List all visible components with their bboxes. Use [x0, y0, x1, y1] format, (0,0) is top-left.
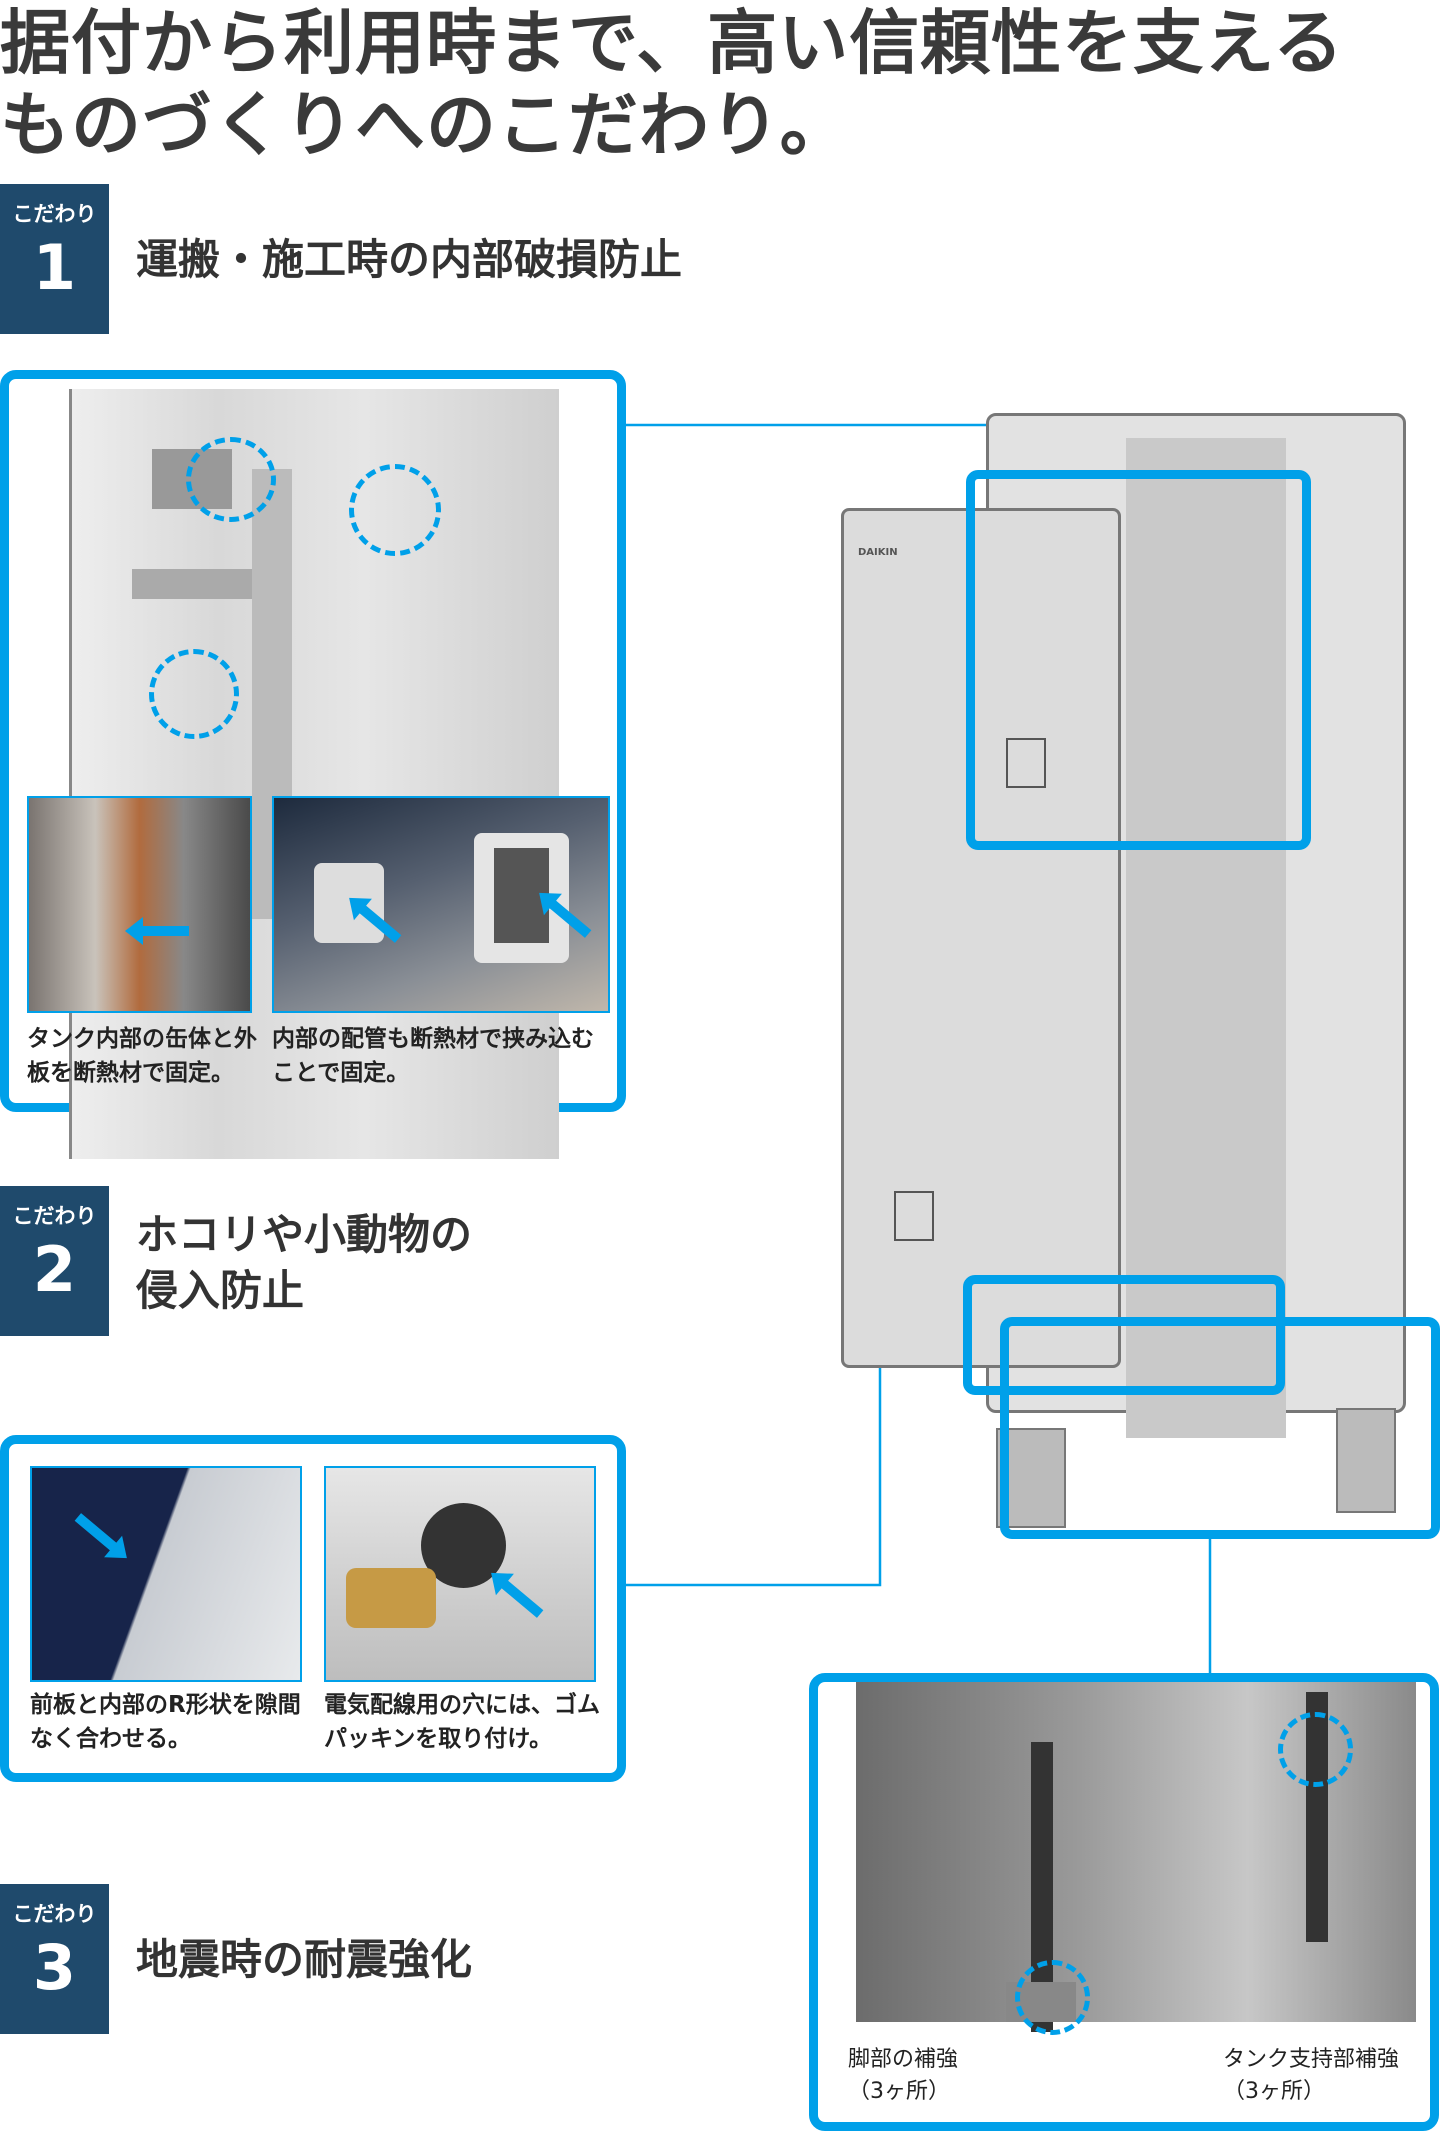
badge-number: 2 — [32, 1233, 77, 1306]
label-sub: （3ヶ所） — [848, 2079, 950, 2104]
photo-tank-insulation — [27, 796, 252, 1013]
heading-line-2: 侵入防止 — [136, 1266, 305, 1315]
section-2-heading: ホコリや小動物の 侵入防止 — [136, 1207, 472, 1319]
page-title: 据付から利用時まで、高い信頼性を支える ものづくりへのこだわり。 — [0, 2, 1344, 166]
heading-line-1: ホコリや小動物の — [136, 1210, 473, 1259]
photo-front-panel — [30, 1466, 302, 1682]
badge-number: 1 — [32, 231, 77, 304]
label-tank-support-reinforcement: タンク支持部補強 （3ヶ所） — [1223, 2044, 1399, 2108]
badge-label: こだわり — [12, 1204, 97, 1228]
caption-1: タンク内部の缶体と外板を断熱材で固定。 — [27, 1026, 257, 1086]
arrow-icon — [74, 1513, 120, 1553]
badge-kodawari-3: こだわり 3 — [0, 1884, 109, 2034]
highlight-box-legs — [1000, 1317, 1440, 1539]
label-text: 脚部の補強 — [848, 2047, 959, 2072]
badge-label: こだわり — [12, 1902, 97, 1926]
photo-rubber-packing — [324, 1466, 596, 1682]
section-3-heading: 地震時の耐震強化 — [136, 1935, 473, 1984]
label-text: タンク支持部補強 — [1223, 2047, 1400, 2072]
product-illustration: DAIKIN — [836, 408, 1441, 1538]
internal-view-image — [69, 389, 559, 1159]
section-3-panel: 脚部の補強 （3ヶ所） タンク支持部補強 （3ヶ所） — [809, 1673, 1439, 2131]
brand-logo: DAIKIN — [858, 547, 898, 558]
badge-kodawari-2: こだわり 2 — [0, 1186, 109, 1336]
highlight-circle — [149, 649, 239, 739]
highlight-box-top — [966, 470, 1311, 850]
label-sub: （3ヶ所） — [1223, 2079, 1325, 2104]
caption-3: 前板と内部のR形状を隙間なく合わせる。 — [30, 1692, 301, 1752]
title-line-1: 据付から利用時まで、高い信頼性を支える — [0, 2, 1345, 84]
badge-number: 3 — [32, 1931, 77, 2004]
highlight-circle — [1015, 1960, 1090, 2035]
badge-kodawari-1: こだわり 1 — [0, 184, 109, 334]
arrow-icon — [498, 1578, 544, 1618]
front-panel: DAIKIN — [841, 508, 1121, 1368]
highlight-circle — [349, 464, 441, 556]
badge-label: こだわり — [12, 202, 97, 226]
highlight-circle — [186, 437, 276, 522]
arrow-icon — [125, 917, 189, 945]
highlight-box-bottom — [963, 1275, 1285, 1395]
photo-pipe-insulation — [272, 796, 610, 1013]
section-1-heading: 運搬・施工時の内部破損防止 — [136, 235, 683, 284]
section-2-panel: 前板と内部のR形状を隙間なく合わせる。 電気配線用の穴には、ゴムパッキンを取り付… — [0, 1435, 626, 1782]
caption-2: 内部の配管も断熱材で挟み込むことで固定。 — [272, 1026, 594, 1086]
label-leg-reinforcement: 脚部の補強 （3ヶ所） — [848, 2044, 958, 2108]
caption-4: 電気配線用の穴には、ゴムパッキンを取り付け。 — [324, 1692, 600, 1752]
title-line-2: ものづくりへのこだわり。 — [0, 84, 851, 166]
highlight-circle — [1278, 1712, 1353, 1787]
section-1-panel: タンク内部の缶体と外板を断熱材で固定。 内部の配管も断熱材で挟み込むことで固定。 — [0, 370, 626, 1159]
